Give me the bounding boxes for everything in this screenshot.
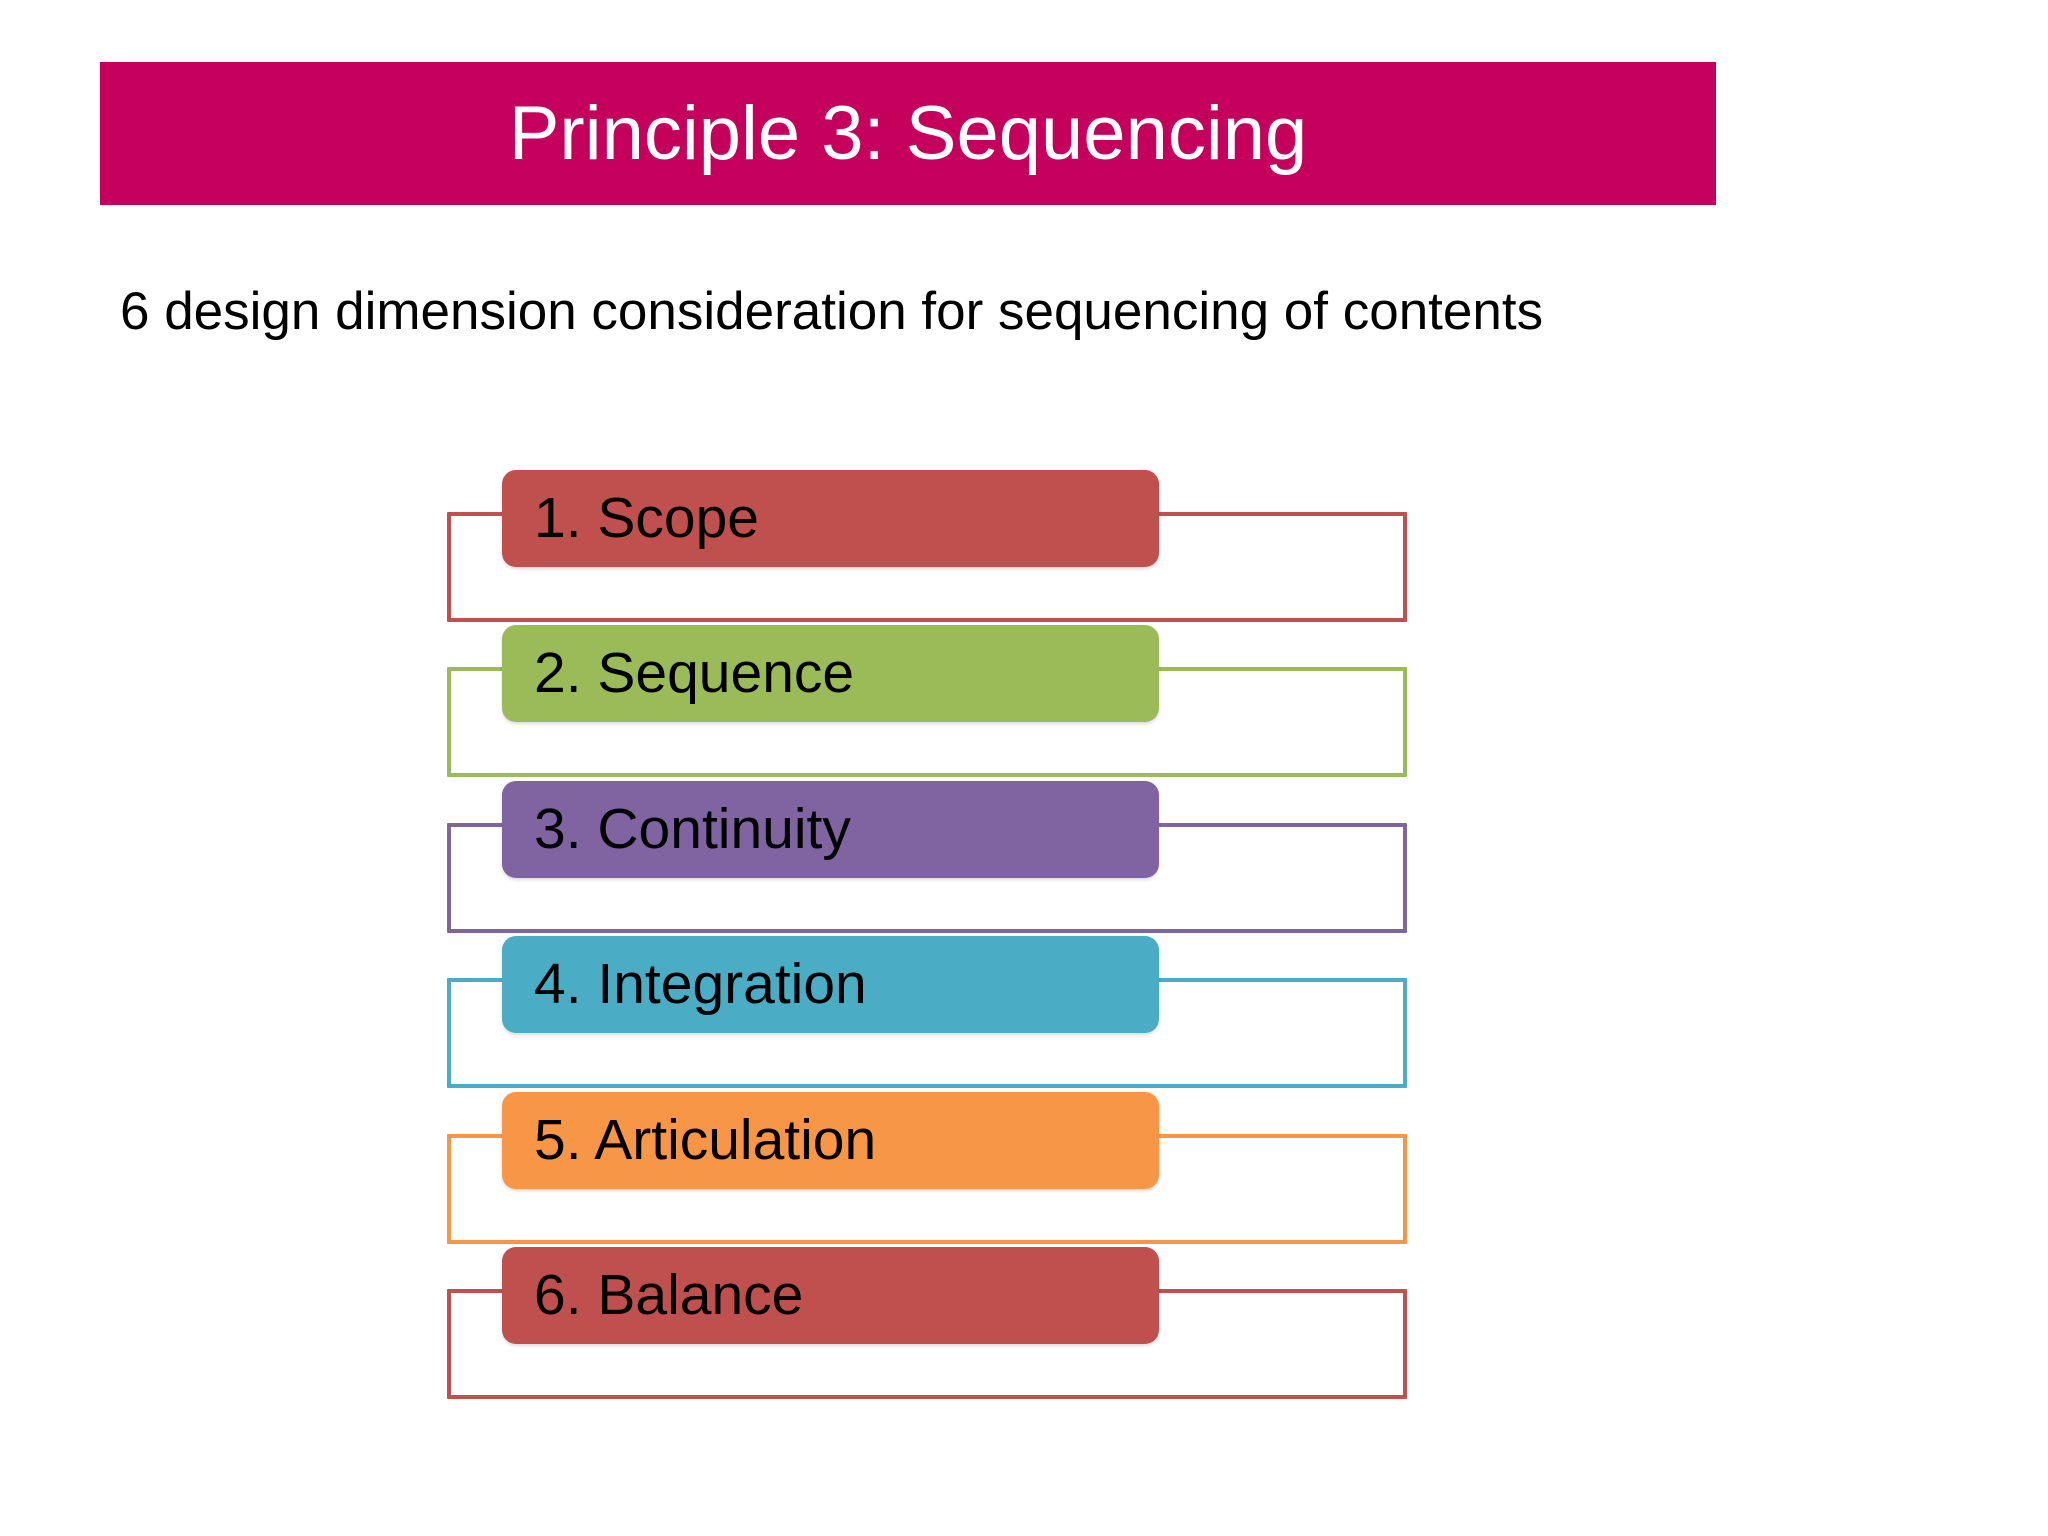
- stage-label: 6. Balance: [534, 1263, 804, 1327]
- stage-chip[interactable]: 3. Continuity: [502, 781, 1159, 878]
- stage-label: 5. Articulation: [534, 1108, 877, 1172]
- list-item[interactable]: 4. Integration: [447, 936, 1407, 1088]
- slide-title-bar: Principle 3: Sequencing: [100, 62, 1716, 205]
- list-item[interactable]: 5. Articulation: [447, 1092, 1407, 1244]
- list-item[interactable]: 6. Balance: [447, 1247, 1407, 1399]
- stage-chip[interactable]: 2. Sequence: [502, 625, 1159, 722]
- stage-label: 1. Scope: [534, 486, 759, 550]
- sequencing-diagram: 1. Scope 2. Sequence 3. Continuity 4. In…: [0, 470, 2048, 1420]
- stage-label: 4. Integration: [534, 952, 867, 1016]
- stage-label: 3. Continuity: [534, 797, 851, 861]
- list-item[interactable]: 2. Sequence: [447, 625, 1407, 777]
- slide-body-text: 6 design dimension consideration for seq…: [120, 282, 1544, 341]
- stage-chip[interactable]: 5. Articulation: [502, 1092, 1159, 1189]
- stage-chip[interactable]: 1. Scope: [502, 470, 1159, 567]
- page-title: Principle 3: Sequencing: [508, 90, 1308, 176]
- list-item[interactable]: 3. Continuity: [447, 781, 1407, 933]
- stage-chip[interactable]: 4. Integration: [502, 936, 1159, 1033]
- stage-chip[interactable]: 6. Balance: [502, 1247, 1159, 1344]
- list-item[interactable]: 1. Scope: [447, 470, 1407, 622]
- stage-label: 2. Sequence: [534, 641, 855, 705]
